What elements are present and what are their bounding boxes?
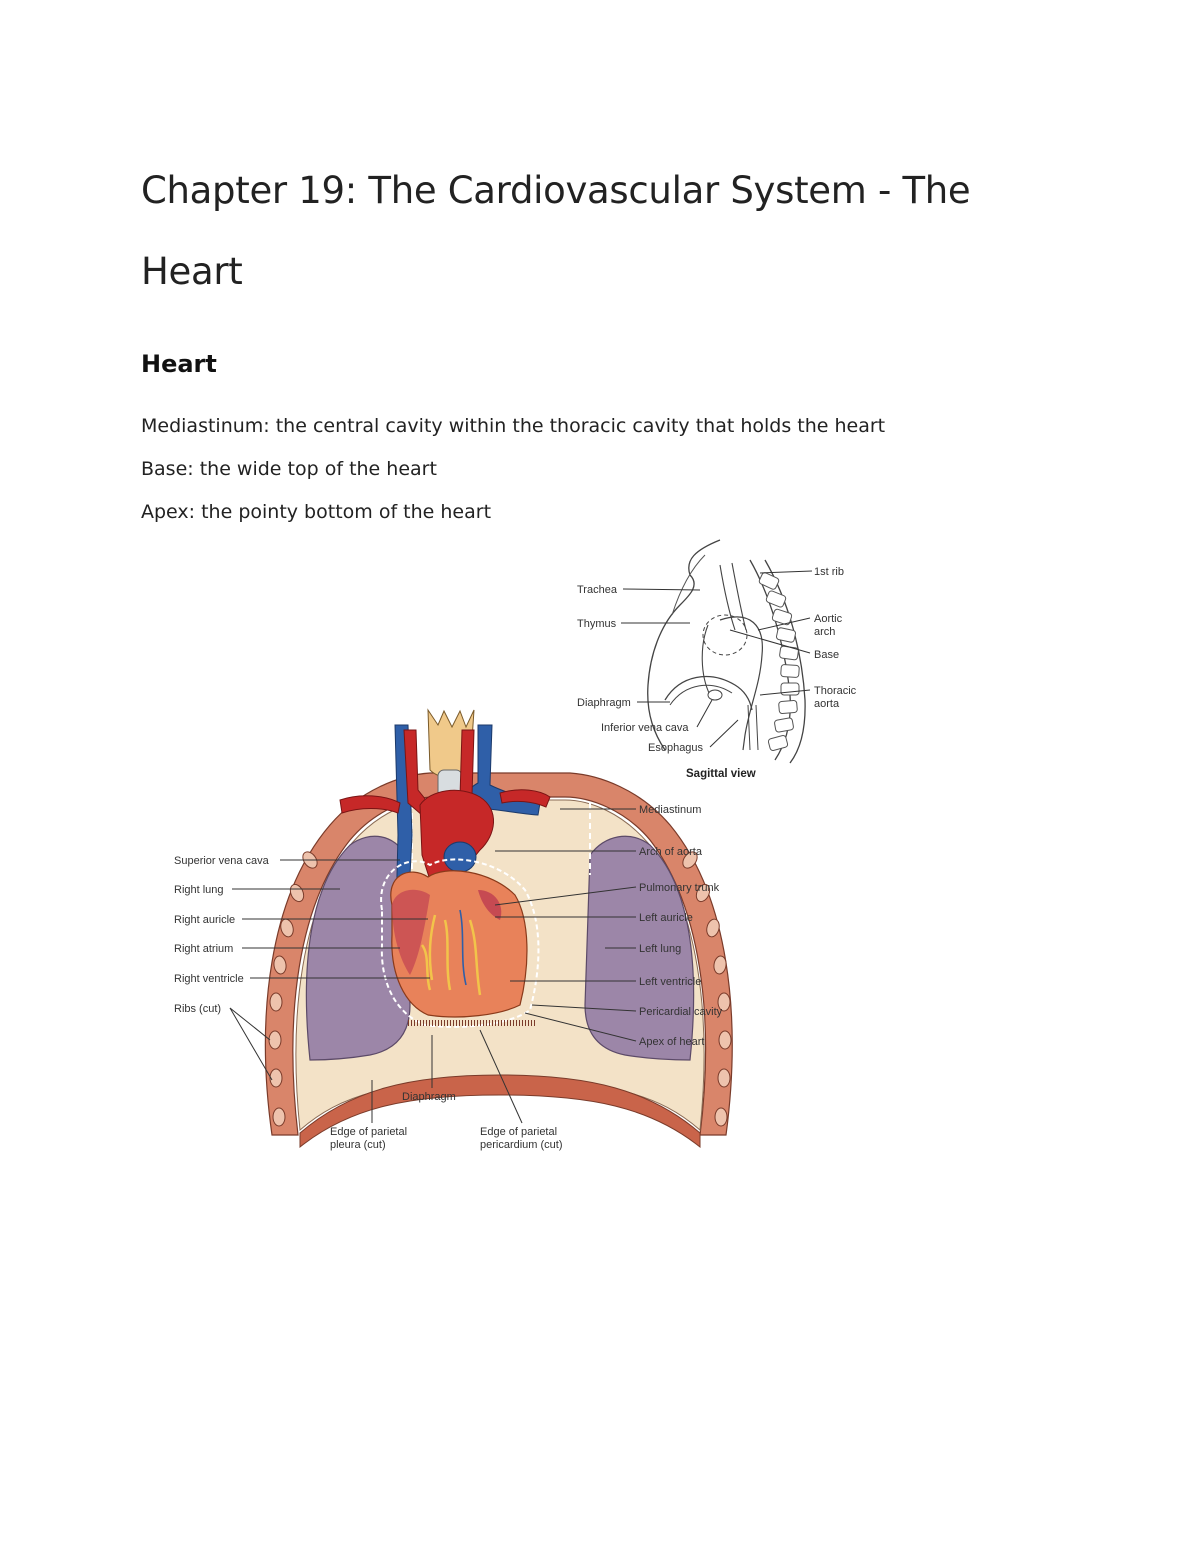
label-arch-of-aorta: Arch of aorta xyxy=(639,846,703,858)
label-arch: arch xyxy=(814,626,835,638)
definition-mediastinum: Mediastinum: the central cavity within t… xyxy=(141,415,885,437)
page-title: Chapter 19: The Cardiovascular System - … xyxy=(141,150,1041,312)
label-edge-parietal-pericardium-1: Edge of parietal xyxy=(480,1126,557,1138)
label-aorta: aorta xyxy=(814,698,840,710)
heart-anatomy-diagram: Trachea Thymus Diaphragm Inferior vena c… xyxy=(160,535,880,1160)
label-inferior-vena-cava: Inferior vena cava xyxy=(601,722,689,734)
label-thymus: Thymus xyxy=(577,618,617,630)
label-edge-parietal-pleura-2: pleura (cut) xyxy=(330,1139,386,1151)
label-left-ventricle: Left ventricle xyxy=(639,976,701,988)
label-right-auricle: Right auricle xyxy=(174,914,235,926)
label-pulmonary-trunk: Pulmonary trunk xyxy=(639,882,720,894)
sagittal-caption: Sagittal view xyxy=(686,768,756,780)
label-esophagus: Esophagus xyxy=(648,742,704,754)
definition-base: Base: the wide top of the heart xyxy=(141,458,437,480)
label-thoracic: Thoracic xyxy=(814,685,857,697)
label-right-ventricle: Right ventricle xyxy=(174,973,244,985)
label-left-lung: Left lung xyxy=(639,943,681,955)
frontal-view-illustration xyxy=(265,710,732,1147)
heart-anatomy-figure: Trachea Thymus Diaphragm Inferior vena c… xyxy=(160,535,880,1160)
label-ribs-cut: Ribs (cut) xyxy=(174,1003,221,1015)
label-trachea: Trachea xyxy=(577,584,618,596)
label-right-atrium: Right atrium xyxy=(174,943,233,955)
section-heading: Heart xyxy=(141,350,217,378)
label-edge-parietal-pericardium-2: pericardium (cut) xyxy=(480,1139,563,1151)
label-superior-vena-cava: Superior vena cava xyxy=(174,855,270,867)
label-base: Base xyxy=(814,649,839,661)
label-mediastinum: Mediastinum xyxy=(639,804,701,816)
label-diaphragm: Diaphragm xyxy=(402,1091,456,1103)
label-left-auricle: Left auricle xyxy=(639,912,693,924)
label-1st-rib: 1st rib xyxy=(814,566,844,578)
label-sagittal-diaphragm: Diaphragm xyxy=(577,697,631,709)
label-aortic: Aortic xyxy=(814,613,843,625)
definition-apex: Apex: the pointy bottom of the heart xyxy=(141,501,491,523)
label-pericardial-cavity: Pericardial cavity xyxy=(639,1006,723,1018)
label-apex-of-heart: Apex of heart xyxy=(639,1036,704,1048)
label-right-lung: Right lung xyxy=(174,884,224,896)
label-edge-parietal-pleura-1: Edge of parietal xyxy=(330,1126,407,1138)
